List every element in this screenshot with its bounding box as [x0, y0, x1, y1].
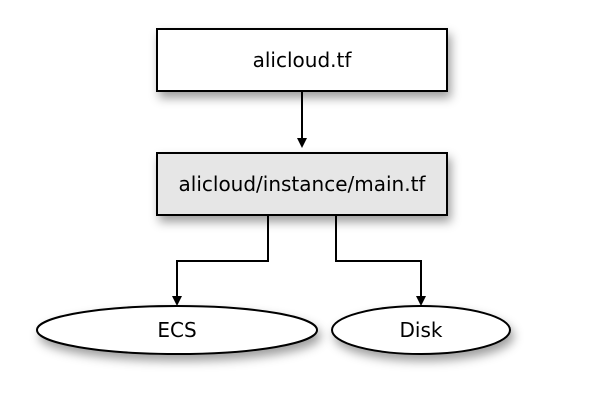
node-disk-label: Disk — [400, 318, 443, 342]
node-alicloud-tf-label: alicloud.tf — [253, 48, 353, 72]
node-alicloud-tf-box — [156, 28, 448, 92]
node-instance-main-tf-label: alicloud/instance/main.tf — [179, 172, 427, 196]
edge-module-to-disk — [335, 216, 426, 306]
edge-module-to-ecs — [172, 216, 269, 306]
node-disk: Disk — [331, 305, 511, 355]
node-instance-main-tf-box — [156, 152, 448, 216]
node-ecs-ellipse — [36, 305, 318, 355]
node-ecs: ECS — [36, 305, 318, 355]
node-ecs-label: ECS — [157, 318, 196, 342]
node-instance-main-tf: alicloud/instance/main.tf — [156, 152, 448, 216]
node-disk-ellipse — [331, 305, 511, 355]
node-alicloud-tf: alicloud.tf — [156, 28, 448, 92]
